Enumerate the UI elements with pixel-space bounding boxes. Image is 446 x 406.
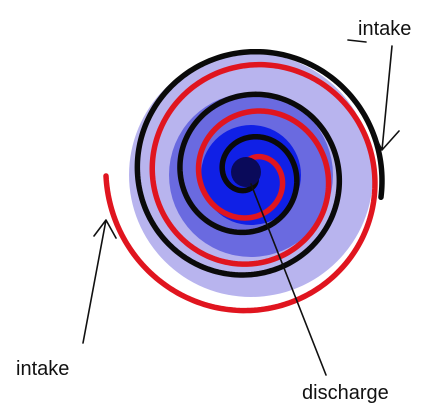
- intake-left-arrow: [82, 219, 117, 344]
- discharge-label: discharge: [302, 382, 389, 404]
- intake-top-arrow: [347, 39, 400, 151]
- discharge-arrow: [250, 183, 327, 376]
- intake-top-label: intake: [358, 18, 411, 40]
- black-scroll-spiral: [134, 48, 385, 278]
- spiral-group: [103, 48, 385, 314]
- intake-left-label: intake: [16, 358, 69, 380]
- discharge-core: [231, 157, 261, 187]
- red-scroll-spiral: [103, 61, 378, 314]
